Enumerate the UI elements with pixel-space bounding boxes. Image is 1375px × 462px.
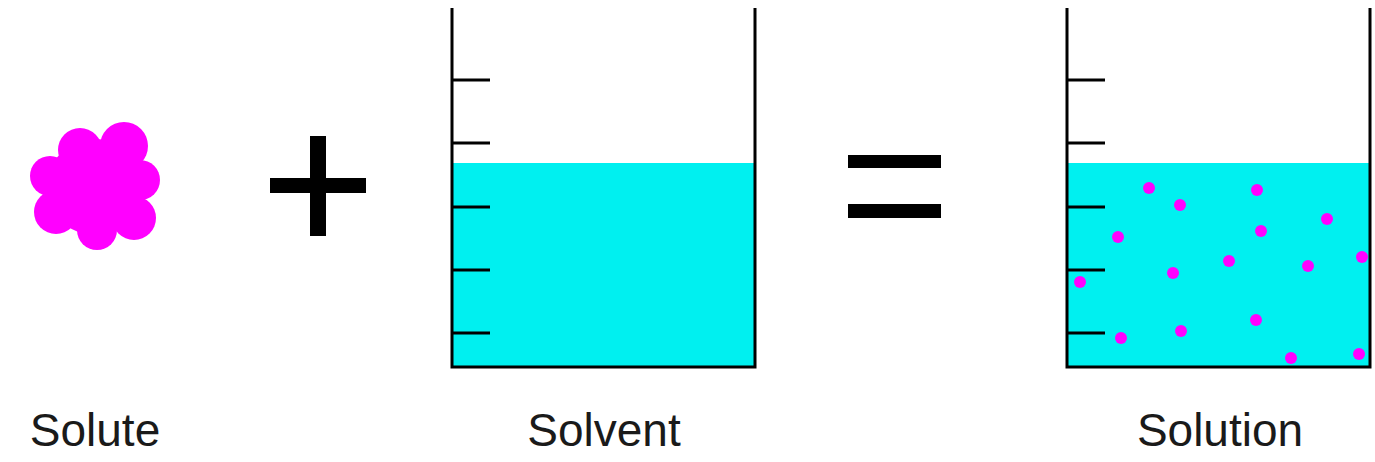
- solution-beaker: [1067, 8, 1370, 367]
- equals-sign: [848, 155, 941, 218]
- plus-sign: [270, 136, 366, 236]
- caption-label: Solute: [30, 402, 160, 458]
- caption-label: Solution: [1137, 402, 1303, 458]
- caption-label: Solvent: [527, 402, 680, 458]
- solvent-beaker: [452, 8, 755, 367]
- solute-blob: [30, 122, 160, 250]
